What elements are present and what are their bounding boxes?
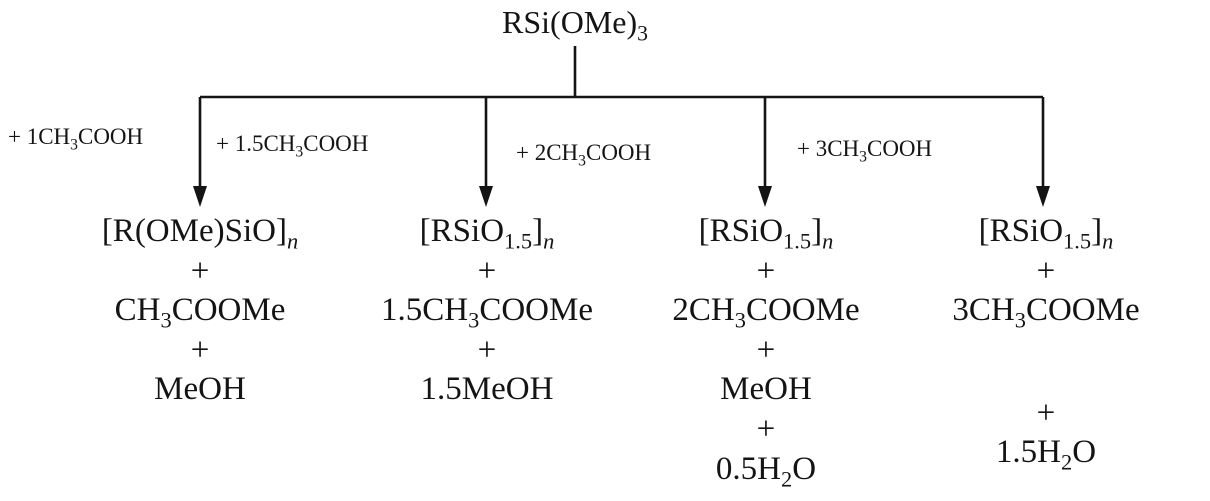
plus-sign: + [190,331,210,368]
branch-1-products: [R(OMe)SiO]n + CH3COOMe + MeOH [102,212,298,410]
product-formula: 1.5MeOH [420,371,554,408]
reagent-label-1: + 1CH3COOH [8,124,144,154]
branch-3-products: [RSiO1.5]n + 2CH3COOMe + MeOH + 0.5H2O [672,212,860,492]
plus-sign: + [477,252,497,289]
product-formula: MeOH [720,371,812,408]
product-formula: [R(OMe)SiO]n [101,213,299,254]
reagent-label-2: + 1.5CH3COOH [216,131,369,161]
product-formula: MeOH [154,371,246,408]
arrowhead-icon [758,186,772,207]
product-formula: [RSiO1.5]n [419,213,555,254]
reactant-formula: RSi(OMe)3 [502,4,648,46]
product-formula: 1.5CH3COOMe [381,292,593,333]
arrowhead-icon [193,186,207,207]
product-formula: 0.5H2O [715,450,817,492]
product-formula: [RSiO1.5]n [698,213,834,254]
arrowhead-icon [479,186,493,207]
plus-sign: + [477,331,497,368]
branch-4-products: [RSiO1.5]n + 3CH3COOMe + 1.5H2O [952,212,1140,475]
branch-2-products: [RSiO1.5]n + 1.5CH3COOMe + 1.5MeOH [381,212,593,410]
arrowhead-icon [1036,186,1050,207]
product-formula: 3CH3COOMe [952,292,1140,333]
plus-sign: + [1036,252,1056,289]
plus-sign: + [756,410,776,447]
reagent-label-4: + 3CH3COOH [797,136,933,166]
plus-sign: + [756,331,776,368]
product-formula: 1.5H2O [995,434,1097,475]
product-formula: [RSiO1.5]n [978,213,1114,254]
plus-sign: + [1036,394,1056,431]
product-formula: 2CH3COOMe [672,292,860,333]
reagent-label-3: + 2CH3COOH [516,140,652,170]
product-formula: CH3COOMe [114,292,286,333]
plus-sign: + [190,252,210,289]
plus-sign: + [756,252,776,289]
